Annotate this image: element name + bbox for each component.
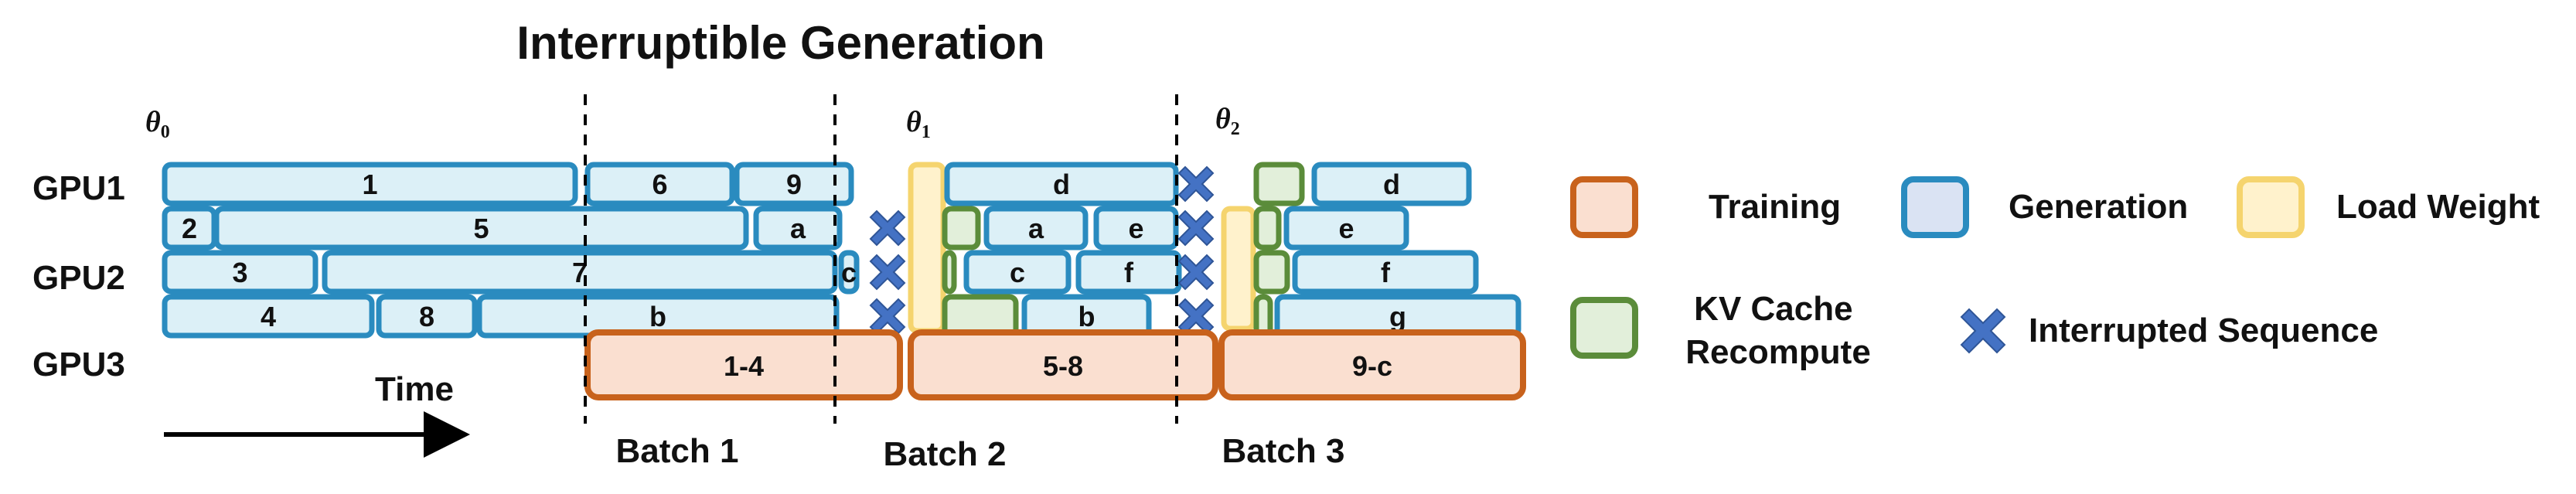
load-weight-bar — [1221, 206, 1256, 332]
batch-label: Batch 1 — [616, 432, 739, 470]
generation-bar-label: f — [1381, 257, 1391, 288]
training-block-label: 5-8 — [1043, 350, 1083, 382]
generation-bar — [162, 162, 578, 206]
generation-bar-label: g — [1389, 301, 1406, 332]
legend: Training Generation Load Weight KV Cache… — [1570, 176, 2540, 371]
kv-recompute-bar — [942, 206, 981, 250]
training-block: 1-4 — [584, 329, 903, 400]
legend-training-label: Training — [1709, 188, 1841, 226]
generation-bar-label: b — [1078, 301, 1095, 332]
batch-label: Batch 3 — [1222, 432, 1345, 470]
generation-bar-label: 6 — [652, 169, 667, 200]
training-block: 9-c — [1218, 329, 1526, 400]
kv-recompute-bar — [1253, 162, 1305, 206]
gpu3-label: GPU3 — [32, 346, 125, 383]
training-block-label: 1-4 — [724, 350, 764, 382]
generation-bar-label: 8 — [419, 301, 434, 332]
interrupt-icon — [869, 298, 906, 335]
legend-generation-label: Generation — [2009, 188, 2188, 226]
generation-bar — [963, 250, 1072, 295]
kv-recompute-bar — [942, 250, 957, 295]
gpu2-label: GPU2 — [32, 259, 125, 297]
interrupt-icon — [869, 254, 906, 291]
generation-bar-label: d — [1383, 169, 1400, 200]
generation-bar-label: a — [790, 213, 806, 244]
generation-bar — [376, 294, 478, 339]
generation-bar — [1283, 206, 1409, 250]
generation-bar — [753, 206, 843, 250]
interrupt-icon — [1177, 210, 1215, 247]
legend-training-swatch — [1570, 176, 1638, 238]
generation-bar-label: d — [1053, 169, 1070, 200]
theta-1-label: θ1 — [906, 106, 931, 142]
generation-bar — [734, 162, 854, 206]
generation-bar-label: e — [1128, 213, 1143, 244]
generation-bar-label: 3 — [232, 257, 247, 288]
generation-bar — [162, 294, 375, 339]
legend-load-weight-label: Load Weight — [2336, 188, 2540, 226]
generation-bar-label: f — [1124, 257, 1134, 288]
legend-interrupted-label: Interrupted Sequence — [2029, 312, 2378, 349]
interrupt-icon — [1177, 165, 1215, 203]
generation-bar-label: 5 — [473, 213, 489, 244]
generation-bar-label: 4 — [261, 301, 276, 332]
legend-kv-recompute-label: KV Cache Recompute — [1685, 290, 1871, 371]
generation-bar — [1093, 206, 1179, 250]
generation-bar — [838, 250, 860, 295]
interrupt-icon — [1177, 298, 1215, 335]
generation-bar-label: a — [1028, 213, 1044, 244]
training-block-label: 9-c — [1352, 350, 1392, 382]
generation-bar-label: c — [841, 257, 857, 288]
kv-recompute-bar — [1253, 250, 1290, 295]
kv-recompute-bar — [1253, 206, 1282, 250]
generation-bar — [162, 250, 319, 295]
legend-kv-recompute-swatch — [1570, 297, 1638, 359]
generation-bar-label: b — [649, 301, 666, 332]
generation-bar — [584, 162, 735, 206]
gpu1-label: GPU1 — [32, 169, 125, 207]
generation-bar-label: c — [1010, 257, 1025, 288]
load-weight-bar — [908, 162, 946, 334]
time-label: Time — [375, 370, 454, 408]
batch-label: Batch 2 — [884, 435, 1007, 473]
generation-bar — [1311, 162, 1472, 206]
diagram-title: Interruptible Generation — [516, 17, 1044, 69]
theta-0-label: θ0 — [145, 106, 170, 142]
legend-load-weight-swatch — [2237, 176, 2305, 238]
generation-bar — [1292, 250, 1479, 295]
generation-bar — [322, 250, 838, 295]
generation-bar-label: 9 — [786, 169, 802, 200]
legend-interrupt-icon — [1960, 308, 2006, 354]
generation-bar — [983, 206, 1089, 250]
generation-bar-label: e — [1338, 213, 1354, 244]
interrupt-icon — [1177, 254, 1215, 291]
theta-2-label: θ2 — [1215, 103, 1240, 139]
generation-bar-label: 2 — [182, 213, 197, 244]
generation-bar — [1075, 250, 1182, 295]
legend-generation-swatch — [1901, 176, 1969, 238]
training-block: 5-8 — [908, 329, 1218, 400]
generation-bar — [213, 206, 749, 250]
interrupt-icon — [869, 210, 906, 247]
generation-bar-label: 1 — [362, 169, 377, 200]
